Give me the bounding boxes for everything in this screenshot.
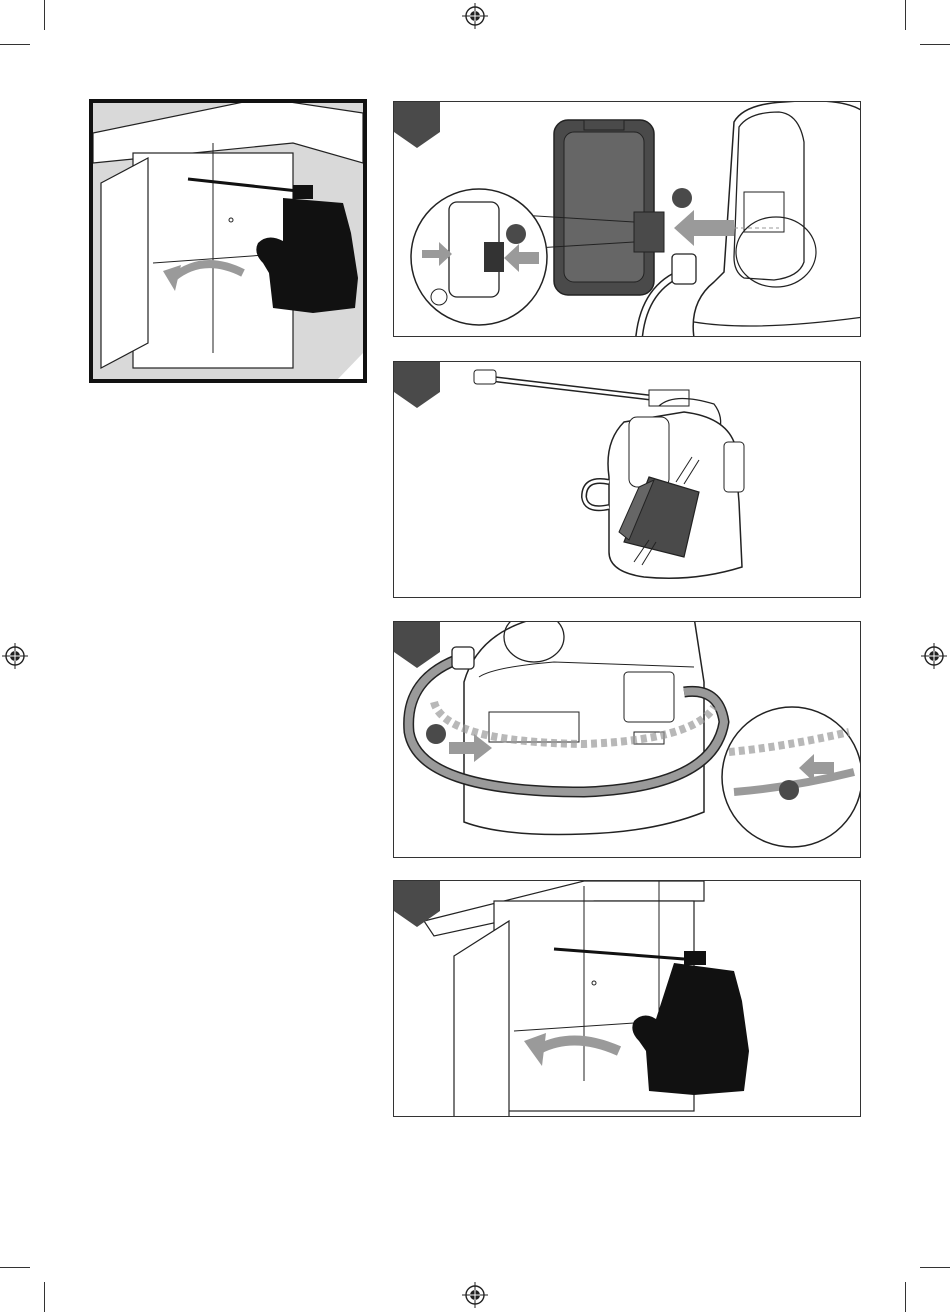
registration-mark-top-icon xyxy=(462,3,488,29)
crop-mark xyxy=(0,44,30,45)
wrap-hose-icon xyxy=(394,622,861,858)
wipe-clean-icon xyxy=(394,362,861,598)
crop-mark xyxy=(44,1282,45,1312)
registration-mark-right-icon xyxy=(921,643,947,669)
step-number-tab xyxy=(394,881,440,927)
step-number-tab xyxy=(394,362,440,408)
store-in-cabinet-icon xyxy=(394,881,861,1117)
crop-mark xyxy=(905,0,906,30)
step-number-tab xyxy=(394,622,440,668)
crop-mark xyxy=(920,44,950,45)
crop-mark xyxy=(0,1267,30,1268)
step-3-panel xyxy=(393,621,861,858)
store-in-cabinet-icon xyxy=(93,103,363,379)
storage-thumbnail xyxy=(89,99,367,383)
step-number-tab xyxy=(394,102,440,148)
crop-mark xyxy=(905,1282,906,1312)
step-2-panel xyxy=(393,361,861,598)
step-4-panel xyxy=(393,880,861,1117)
step-1-panel xyxy=(393,101,861,337)
crop-mark xyxy=(44,0,45,30)
crop-mark xyxy=(920,1267,950,1268)
insert-battery-icon xyxy=(394,102,861,337)
registration-mark-bottom-icon xyxy=(462,1282,488,1308)
registration-mark-left-icon xyxy=(2,643,28,669)
